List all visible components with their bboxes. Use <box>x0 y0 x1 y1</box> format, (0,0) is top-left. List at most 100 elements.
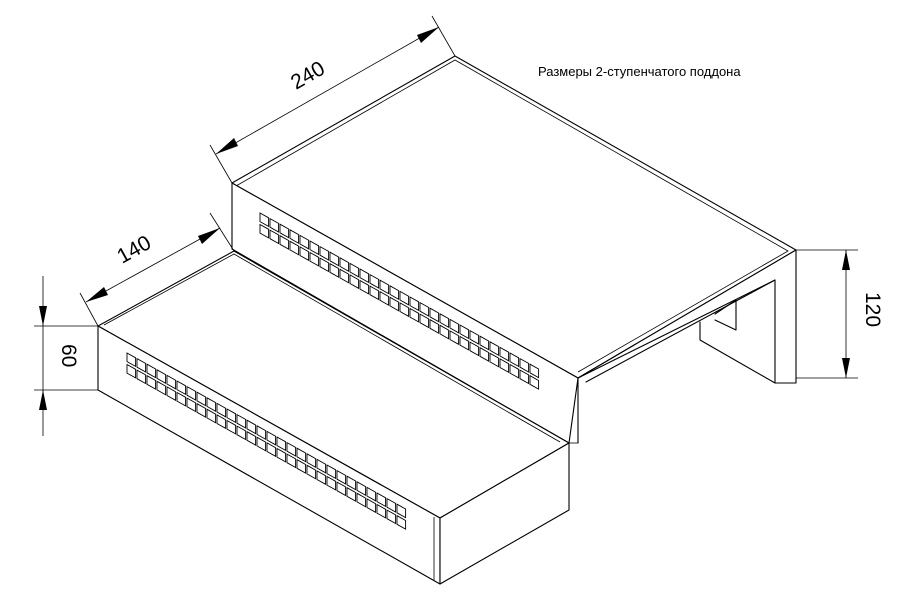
vent-slot <box>359 268 370 284</box>
dimension-120: 120 <box>796 249 884 379</box>
vent-slot <box>529 363 540 379</box>
vent-slot <box>156 369 167 384</box>
vent-slot <box>276 447 287 463</box>
vent-slot <box>156 380 167 396</box>
vent-slot <box>256 425 267 440</box>
vent-slot <box>309 240 320 256</box>
dimension-140-extension-left <box>79 292 99 327</box>
vent-slot <box>309 251 320 267</box>
vent-slot <box>166 374 177 390</box>
vent-slot <box>226 408 237 424</box>
vent-slot <box>366 498 377 514</box>
dimension-120-arrow-top <box>842 250 850 270</box>
vent-slot <box>419 301 430 317</box>
drawing-caption: Размеры 2-ступенчатого поддона <box>538 64 741 79</box>
vent-slot <box>369 273 380 289</box>
vent-slot <box>289 229 300 244</box>
vent-slot <box>349 262 360 278</box>
vent-slot <box>256 436 267 452</box>
vent-slot <box>319 245 330 261</box>
vent-slot <box>479 335 490 351</box>
vent-slot <box>339 257 350 272</box>
vent-slot <box>409 296 420 312</box>
vent-slot <box>279 223 290 239</box>
vent-slot <box>206 408 217 424</box>
vent-slot <box>216 414 227 430</box>
vent-slot <box>306 464 317 480</box>
vent-slot <box>136 357 147 373</box>
vent-slot <box>276 436 287 452</box>
vent-slot <box>409 307 420 323</box>
upper-step-side-frame <box>577 249 797 384</box>
dimension-140-line <box>85 227 221 303</box>
dimension-60-arrow-bottom <box>39 390 47 410</box>
dimension-120-label: 120 <box>861 292 884 327</box>
vent-slot <box>399 302 410 318</box>
vent-slot <box>399 290 410 306</box>
dimension-140-arrow-right <box>198 228 220 244</box>
vent-slot <box>236 425 247 441</box>
upper-step <box>231 55 797 444</box>
vent-slot <box>439 313 450 328</box>
vent-slot <box>379 290 390 306</box>
vent-slot <box>519 357 530 373</box>
vent-slot <box>269 217 280 233</box>
vent-slot <box>299 234 310 250</box>
dimension-60-arrow-top <box>39 306 47 326</box>
vent-slot <box>376 503 387 519</box>
vent-slot <box>429 318 440 334</box>
vent-slot <box>359 279 370 295</box>
dimension-140-arrow-left <box>86 287 108 302</box>
vent-slot <box>226 419 237 435</box>
vent-slot <box>316 470 327 486</box>
vent-slot <box>396 503 407 519</box>
vent-slot <box>429 307 440 323</box>
vent-slot <box>389 296 400 312</box>
vent-slot <box>439 324 450 340</box>
vent-slot <box>286 453 297 469</box>
vent-slot <box>529 374 540 390</box>
vent-slot <box>269 229 280 245</box>
vent-slot <box>316 458 327 474</box>
dimension-60: 60 <box>34 276 98 436</box>
vent-slot <box>266 442 277 458</box>
dimension-140-label: 140 <box>113 231 155 268</box>
vent-slot <box>126 363 137 379</box>
vent-slot <box>186 397 197 413</box>
vent-slot <box>499 346 510 362</box>
vent-slot <box>356 492 367 508</box>
vent-slot <box>306 453 317 468</box>
vent-slot <box>176 391 187 407</box>
vent-slot <box>326 475 337 491</box>
vent-slot <box>186 385 197 401</box>
vent-slot <box>196 402 207 418</box>
vent-slot <box>459 324 470 340</box>
vent-slot <box>176 380 187 396</box>
vent-slot <box>469 329 480 345</box>
vent-slot <box>246 430 257 446</box>
vent-slot <box>349 274 360 290</box>
vent-slot <box>489 352 500 368</box>
dimension-140-extension-right <box>209 212 235 252</box>
dimension-240-extension-right <box>431 15 456 57</box>
vent-slot <box>379 279 390 295</box>
vent-slot <box>479 346 490 362</box>
lower-step-vent-grid <box>126 352 407 530</box>
vent-slot <box>236 413 247 429</box>
vent-slot <box>356 481 367 496</box>
vent-slot <box>146 374 157 390</box>
vent-slot <box>196 391 207 407</box>
lower-step <box>97 250 578 585</box>
lower-step-end-face <box>439 442 570 585</box>
dimension-240-line <box>215 26 440 155</box>
vent-slot <box>386 509 397 525</box>
vent-slot <box>319 257 330 273</box>
vent-slot <box>289 240 300 256</box>
vent-slot <box>296 458 307 474</box>
upper-step-under-detail <box>714 299 737 331</box>
vent-slot <box>509 352 520 368</box>
upper-step-vent-grid <box>259 212 540 390</box>
vent-slot <box>389 285 400 300</box>
vent-slot <box>299 246 310 262</box>
